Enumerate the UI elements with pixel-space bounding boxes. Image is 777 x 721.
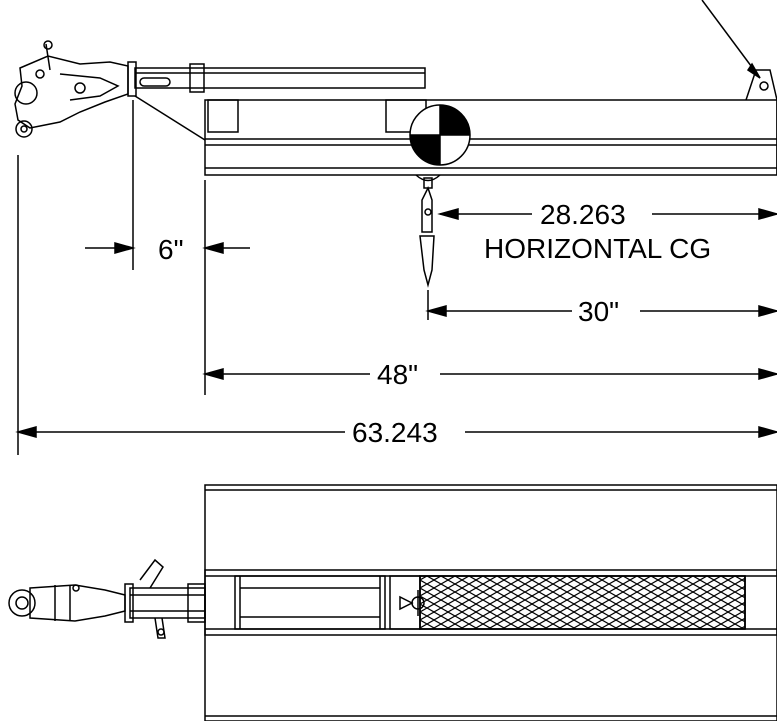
ball-hitch-icon xyxy=(14,40,129,138)
top-tongue xyxy=(124,558,206,639)
lifting-hook-icon xyxy=(415,174,441,288)
side-view xyxy=(14,0,777,288)
top-view xyxy=(8,484,777,721)
support-cable xyxy=(701,0,777,101)
dimension-span-48: 48" xyxy=(377,359,418,390)
tongue-tube xyxy=(127,61,426,141)
latch-icon xyxy=(399,590,425,616)
main-beam xyxy=(204,99,777,176)
dimension-offset-6: 6" xyxy=(158,234,184,265)
dimension-span-30: 30" xyxy=(578,296,619,327)
dimension-horizontal-cg-value: 28.263 xyxy=(540,199,626,230)
dimension-lines xyxy=(15,100,777,455)
dimension-overall-length: 63.243 xyxy=(352,417,438,448)
center-of-gravity-symbol xyxy=(409,104,471,166)
ball-hitch-icon-top xyxy=(8,584,126,622)
dimension-horizontal-cg-label: HORIZONTAL CG xyxy=(484,233,711,264)
expanded-metal-grating xyxy=(419,575,746,630)
